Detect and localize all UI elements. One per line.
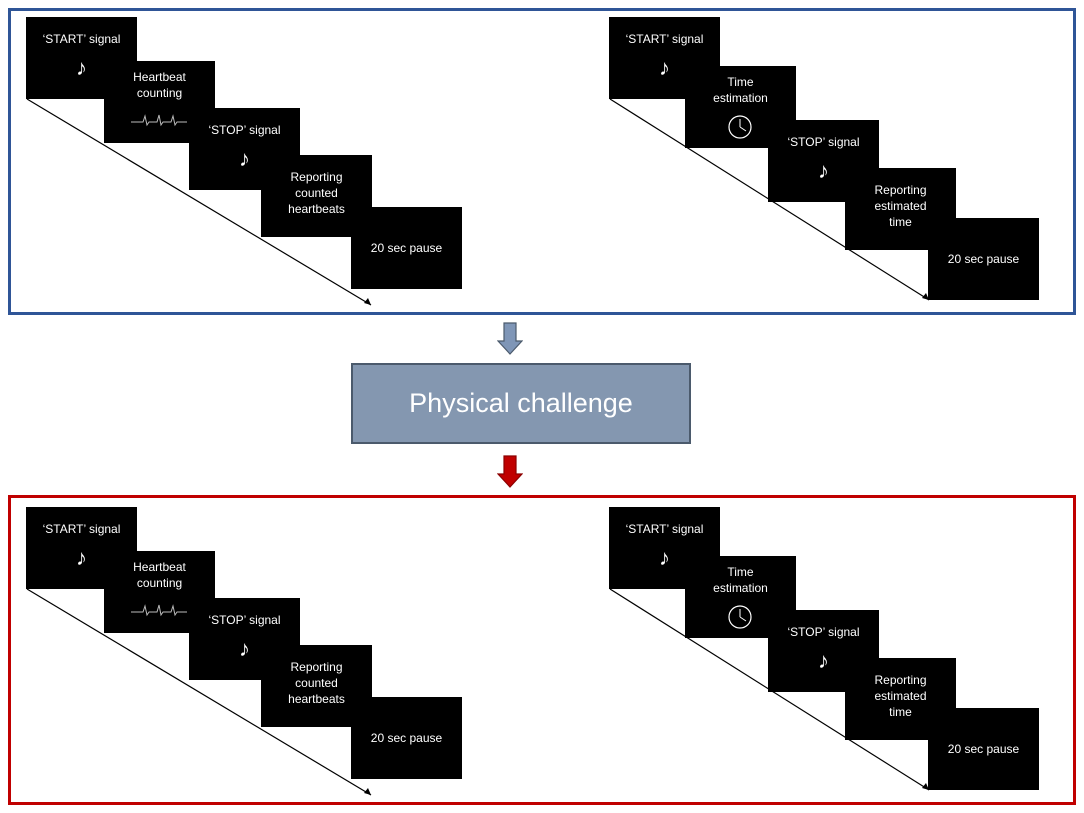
down-arrow-icon (497, 455, 523, 488)
top-panel (8, 8, 1076, 315)
stop-signal-label: ‘STOP’ signal (208, 613, 281, 627)
start-signal-label: ‘START’ signal (42, 522, 121, 536)
music-note-icon: ♪ (659, 545, 670, 570)
heartbeat-counting-label: Heartbeat counting (133, 70, 186, 100)
physical-challenge-box: Physical challenge (351, 363, 691, 444)
reporting-card: Reporting counted heartbeats (261, 645, 372, 727)
heartbeat-trace-icon (131, 114, 187, 127)
music-note-icon: ♪ (239, 636, 250, 661)
reporting-label: Reporting counted heartbeats (288, 660, 345, 706)
music-note-icon: ♪ (76, 55, 87, 80)
reporting-label: Reporting estimated time (874, 673, 927, 719)
start-signal-label: ‘START’ signal (625, 522, 704, 536)
music-note-icon: ♪ (818, 648, 829, 673)
start-signal-label: ‘START’ signal (42, 32, 121, 46)
stop-signal-label: ‘STOP’ signal (208, 123, 281, 137)
music-note-icon: ♪ (818, 158, 829, 183)
time-estimation-label: Time estimation (713, 565, 768, 595)
pause-card: 20 sec pause (928, 708, 1039, 790)
pause-label: 20 sec pause (370, 731, 443, 745)
reporting-card: Reporting counted heartbeats (261, 155, 372, 237)
start-signal-card: ‘START’ signal ♪ (26, 17, 137, 99)
reporting-label: Reporting estimated time (874, 183, 927, 229)
down-arrow-icon (497, 322, 523, 355)
stop-signal-card: ‘STOP’ signal ♪ (768, 610, 879, 692)
reporting-label: Reporting counted heartbeats (288, 170, 345, 216)
start-signal-label: ‘START’ signal (625, 32, 704, 46)
pause-label: 20 sec pause (947, 252, 1020, 266)
clock-icon (728, 115, 752, 139)
heartbeat-counting-label: Heartbeat counting (133, 560, 186, 590)
pause-card: 20 sec pause (928, 218, 1039, 300)
music-note-icon: ♪ (76, 545, 87, 570)
music-note-icon: ♪ (659, 55, 670, 80)
time-estimation-label: Time estimation (713, 75, 768, 105)
stop-signal-label: ‘STOP’ signal (787, 135, 860, 149)
physical-challenge-label: Physical challenge (409, 388, 633, 418)
clock-icon (728, 605, 752, 629)
bottom-panel (8, 495, 1076, 805)
pause-label: 20 sec pause (370, 241, 443, 255)
heartbeat-trace-icon (131, 604, 187, 617)
pause-card: 20 sec pause (351, 207, 462, 289)
stop-signal-label: ‘STOP’ signal (787, 625, 860, 639)
music-note-icon: ♪ (239, 146, 250, 171)
stop-signal-card: ‘STOP’ signal ♪ (189, 108, 300, 190)
pause-label: 20 sec pause (947, 742, 1020, 756)
pause-card: 20 sec pause (351, 697, 462, 779)
